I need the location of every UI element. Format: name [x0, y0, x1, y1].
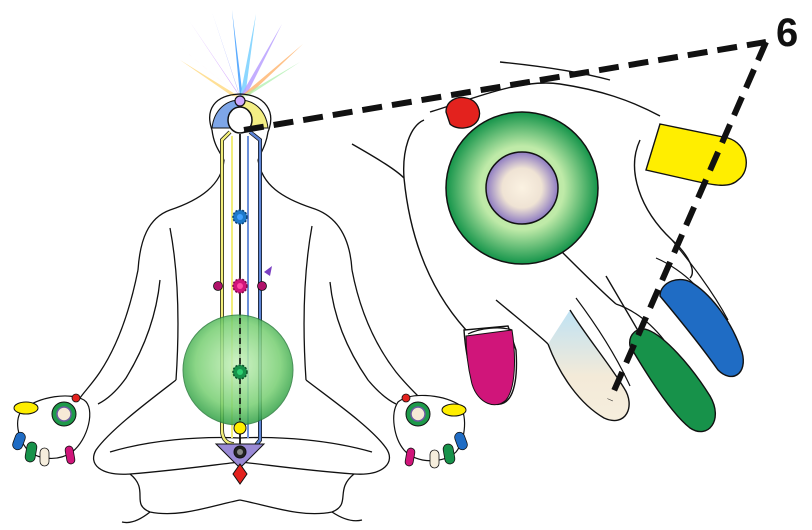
- right-hand-small: [394, 394, 469, 468]
- chakra-flower-icon: [233, 279, 247, 293]
- navel-point: [234, 422, 246, 434]
- crown-rays-icon: [172, 10, 303, 97]
- left-hand-small: [11, 394, 90, 466]
- root-point: [233, 464, 247, 484]
- chakra-flower-icon: [233, 210, 247, 224]
- chakra-flower-icon: [233, 365, 247, 379]
- large-hand: [352, 62, 746, 432]
- diagram-number-label: 6: [776, 11, 798, 55]
